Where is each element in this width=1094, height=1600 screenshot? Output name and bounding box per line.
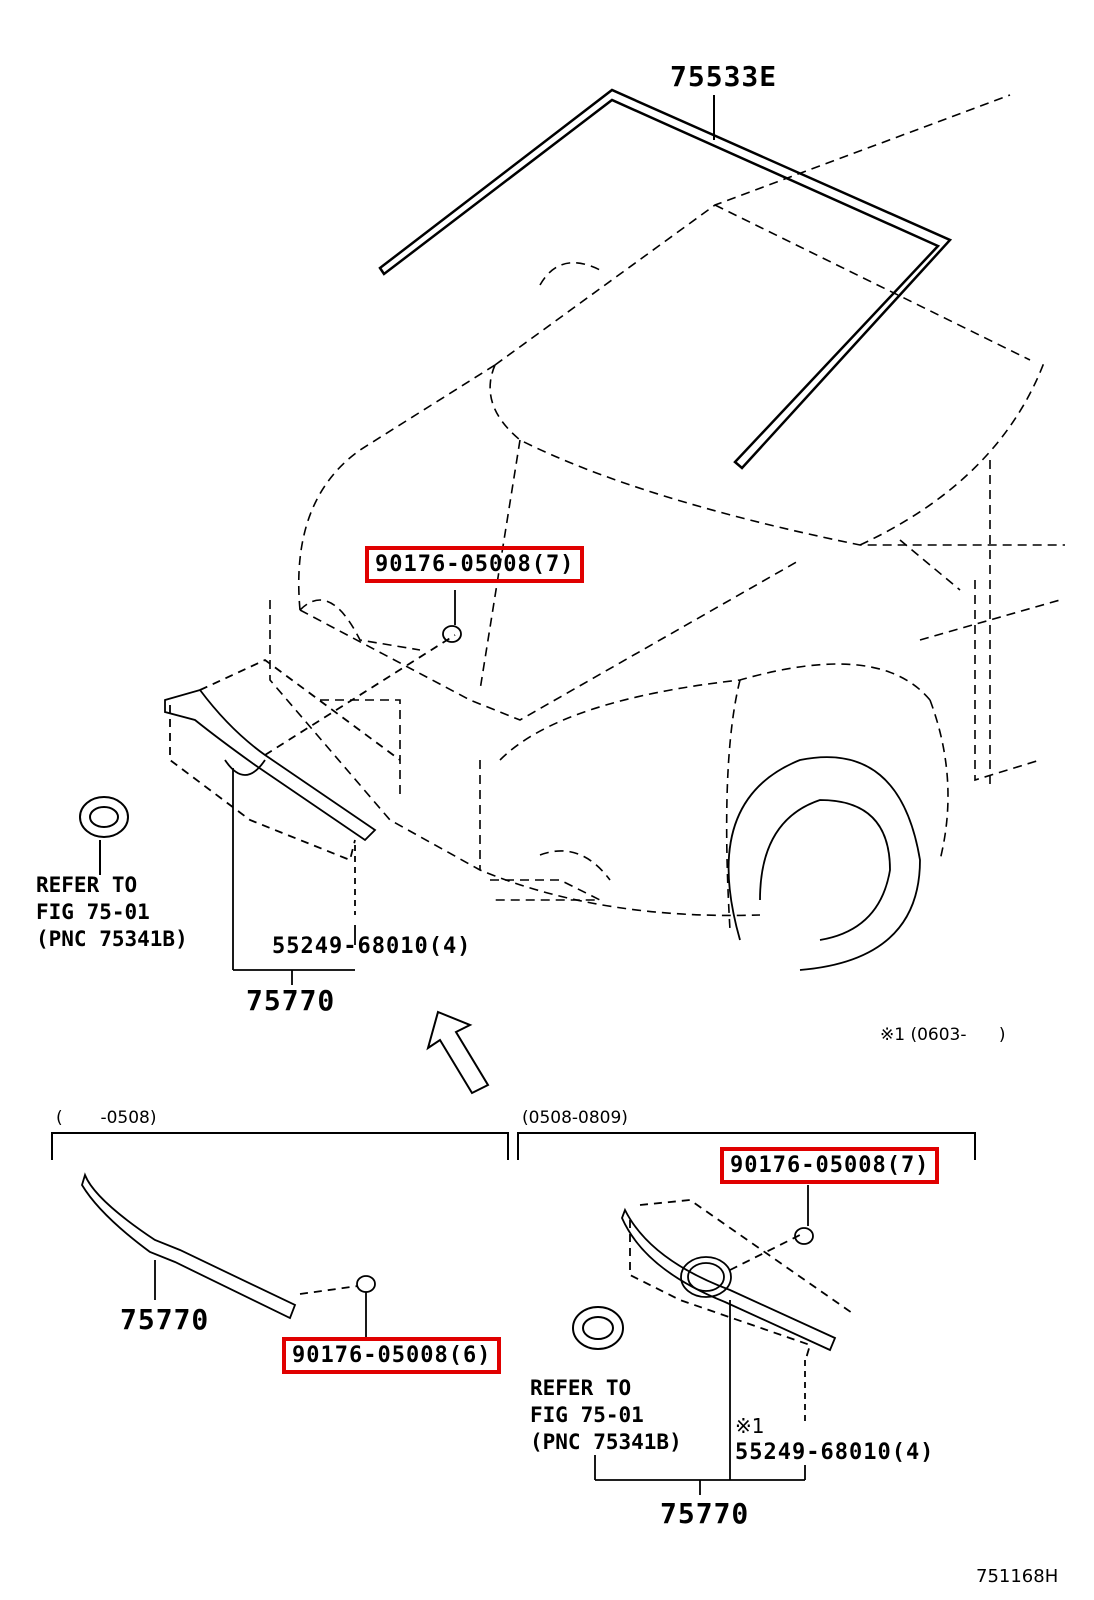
bracket-left: [51, 1132, 509, 1160]
label-grille-main: 75770: [246, 984, 336, 1017]
label-clip-main[interactable]: 90176-05008(7): [365, 546, 585, 583]
label-clip-right[interactable]: 90176-05008(7): [720, 1147, 940, 1184]
label-grille-left: 75770: [120, 1303, 210, 1336]
label-grille-right: 75770: [660, 1497, 750, 1530]
label-range-right: (0508-0809): [522, 1108, 628, 1128]
car-body-outline: [269, 94, 1065, 931]
label-range-left: ( -0508): [56, 1108, 157, 1128]
refer-main-line1: REFER TO: [36, 873, 138, 897]
front-wheel: [727, 756, 921, 971]
bracket-right: [517, 1132, 976, 1160]
grille-left: [81, 1172, 376, 1340]
refer-main-line3: (PNC 75341B): [36, 927, 188, 951]
refer-right-line3: (PNC 75341B): [530, 1430, 682, 1454]
clip-main-shape: [442, 590, 462, 643]
label-screw-right: 55249-68010(4): [735, 1440, 935, 1465]
label-refer-right: REFER TO FIG 75-01 (PNC 75341B): [530, 1375, 682, 1456]
grille-right: [594, 1185, 856, 1495]
view-arrow: [426, 1010, 490, 1095]
grille-main: [164, 634, 456, 985]
emblem-main: [79, 796, 129, 875]
refer-main-line2: FIG 75-01: [36, 900, 150, 924]
label-note-main: ※1 (0603- ): [880, 1025, 1006, 1045]
label-screw-main: 55249-68010(4): [272, 934, 472, 959]
refer-right-line1: REFER TO: [530, 1376, 632, 1400]
refer-right-line2: FIG 75-01: [530, 1403, 644, 1427]
label-note-right: ※1: [735, 1414, 765, 1438]
label-figure-id: 751168H: [976, 1566, 1059, 1587]
label-refer-main: REFER TO FIG 75-01 (PNC 75341B): [36, 872, 188, 953]
windshield-molding: [378, 88, 953, 470]
emblem-right: [572, 1306, 624, 1350]
label-clip-left[interactable]: 90176-05008(6): [282, 1337, 502, 1374]
label-windshield-molding: 75533E: [670, 60, 778, 93]
